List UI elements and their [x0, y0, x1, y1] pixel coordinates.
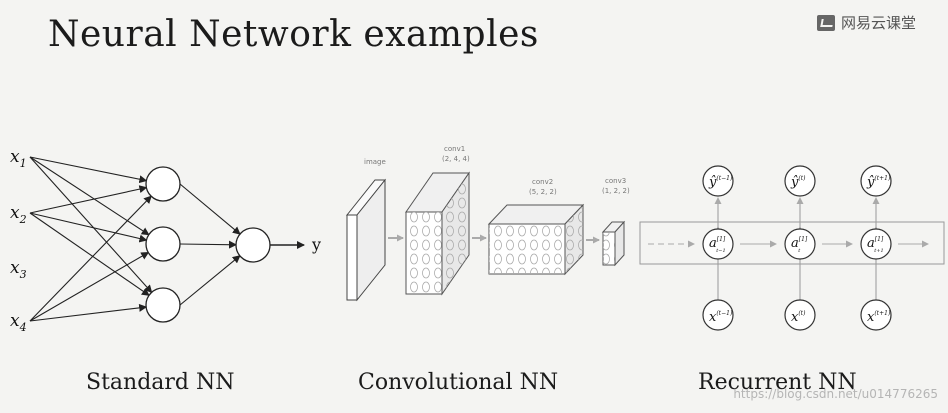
caption-convolutional-nn: Convolutional NN: [358, 370, 559, 395]
caption-recurrent-nn: Recurrent NN: [698, 370, 857, 395]
standard-nn-edges: [29, 156, 241, 322]
conv2-side-pattern: [565, 205, 583, 274]
edge-h2-out: [179, 240, 238, 249]
edge-h3-out: [179, 255, 241, 306]
conv1-dims: (2, 4, 4): [442, 155, 470, 163]
rnn-output-node: [860, 165, 892, 197]
rnn-hidden-label: a[1]t+1: [867, 236, 884, 254]
edge-x2-h3: [29, 212, 150, 296]
conv2-dims: (5, 2, 2): [529, 188, 557, 196]
rnn-hidden-label: a[1]t: [791, 236, 808, 254]
edge-x4-h1: [29, 195, 152, 322]
logo: 网易云课堂: [816, 12, 916, 33]
input-label-x1: x1: [10, 147, 27, 170]
conv1-front-pattern: [406, 212, 442, 294]
conv2-label: conv2: [532, 178, 553, 186]
rnn-output-label: ŷ(t): [790, 175, 806, 190]
rnn-input-node: [860, 299, 892, 331]
rnn-diagram: ŷ(t−1) a[1]t−1 x(t−1) ŷ(t) a[1]t x(t) ŷ(t+1) a[…: [639, 165, 945, 331]
page-title: Neural Network examples: [48, 14, 539, 55]
rnn-output-label: ŷ(t−1): [708, 175, 733, 190]
output-node: [235, 227, 271, 263]
conv1-side-pattern: [442, 173, 469, 294]
conv1-label: conv1: [444, 145, 465, 153]
rnn-input-node: [784, 299, 816, 331]
image-slab-side: [356, 178, 386, 302]
rnn-hidden-band: [639, 221, 945, 265]
edge-x4-h3: [29, 303, 148, 322]
conv2-front-pattern: [489, 224, 565, 274]
input-label-x4: x4: [10, 311, 27, 334]
conv-nn-diagram: image conv1 (2, 4, 4) conv2 (5, 2, 2) co…: [345, 145, 630, 302]
edge-h1-out: [179, 183, 241, 235]
rnn-output-node: [784, 165, 816, 197]
conv3-front-pattern: [603, 232, 615, 265]
hidden-node-2: [145, 226, 181, 262]
rnn-hidden-node: [784, 228, 816, 260]
rnn-timestep-3: ŷ(t+1) a[1]t+1 x(t+1): [860, 165, 892, 331]
rnn-input-node: [702, 299, 734, 331]
rnn-input-label: x(t): [791, 310, 806, 325]
edge-x2-h1: [29, 185, 148, 214]
rnn-output-label: ŷ(t+1): [866, 175, 891, 190]
edge-x1-h3: [29, 156, 153, 294]
rnn-timestep-2: ŷ(t) a[1]t x(t): [784, 165, 816, 331]
edge-x4-h2: [29, 252, 150, 322]
hidden-node-1: [145, 166, 181, 202]
standard-nn-diagram: x1 x2 x3 x4 y: [10, 147, 321, 334]
netease-cloud-classroom-logo-icon: [816, 14, 835, 31]
input-label-x2: x2: [10, 203, 27, 226]
image-slab-front: [346, 214, 358, 301]
input-label-x3: x3: [10, 258, 27, 281]
rnn-hidden-label: a[1]t−1: [709, 236, 726, 254]
rnn-hidden-node: [702, 228, 734, 260]
watermark: https://blog.csdn.net/u014776265: [733, 387, 938, 401]
edge-x1-h2: [29, 156, 150, 236]
conv3-side: [614, 220, 625, 267]
rnn-timestep-1: ŷ(t−1) a[1]t−1 x(t−1): [702, 165, 734, 331]
rnn-output-node: [702, 165, 734, 197]
rnn-hidden-node: [860, 228, 892, 260]
hidden-node-3: [145, 287, 181, 323]
caption-standard-nn: Standard NN: [86, 370, 235, 395]
logo-text: 网易云课堂: [840, 14, 916, 32]
edge-x1-h1: [29, 156, 148, 184]
conv3-label: conv3: [605, 177, 626, 185]
rnn-input-label: x(t−1): [709, 310, 733, 325]
output-label-y: y: [311, 235, 321, 254]
edge-x2-h2: [29, 212, 148, 243]
image-label: image: [364, 158, 386, 166]
rnn-input-label: x(t+1): [867, 310, 891, 325]
conv3-dims: (1, 2, 2): [602, 187, 630, 195]
